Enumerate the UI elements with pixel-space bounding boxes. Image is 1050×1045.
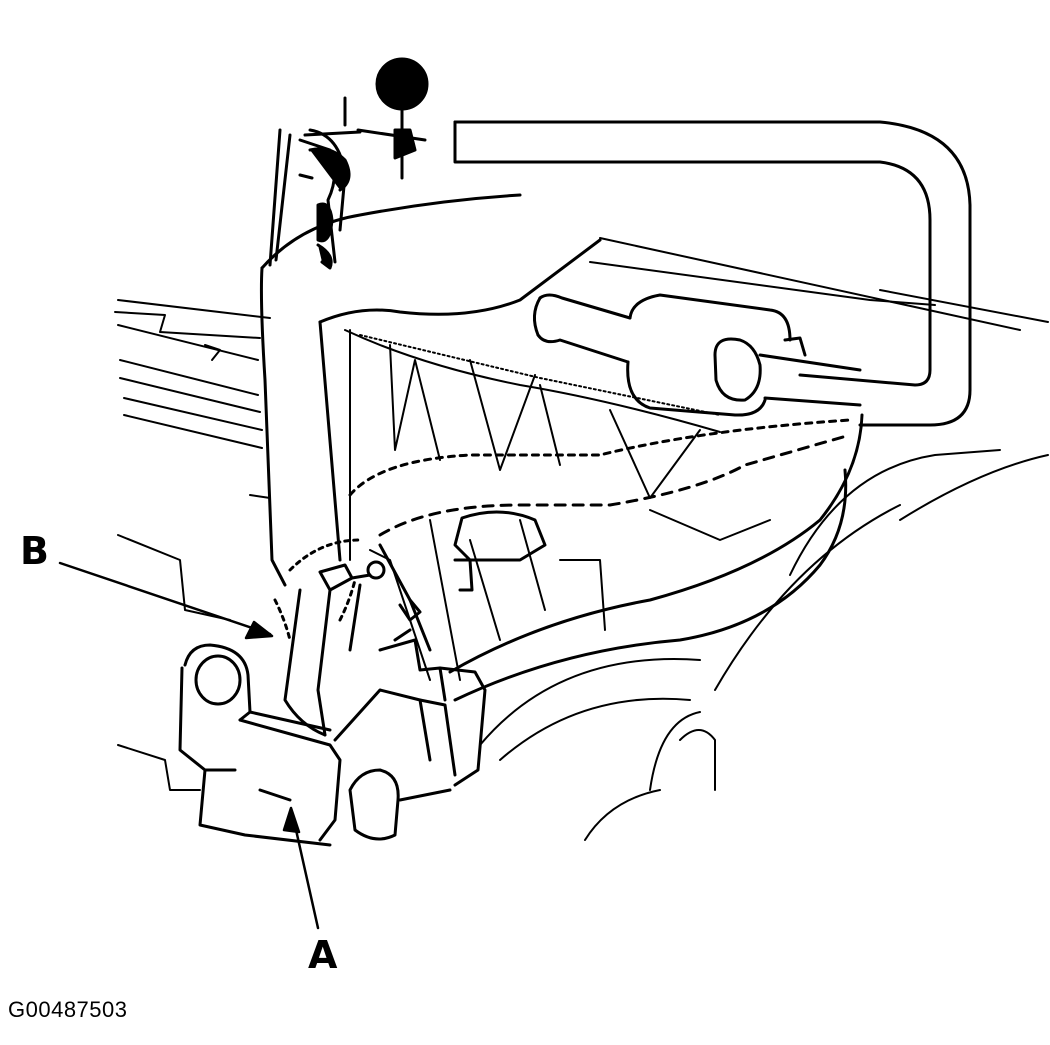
clamp-assembly	[283, 560, 386, 737]
fuel-filter	[533, 293, 862, 417]
hose-main	[259, 120, 972, 702]
mounting-bracket	[178, 510, 547, 847]
hidden-hose-routing	[273, 418, 852, 642]
arrowhead-a	[282, 806, 301, 834]
callout-label-a: A	[308, 933, 338, 977]
callout-arrows	[58, 561, 320, 930]
leader-line-b	[58, 561, 272, 636]
left-engine-panel	[114, 299, 271, 791]
figure-id: G00487503	[8, 997, 128, 1022]
top-connector	[268, 57, 429, 270]
arrowhead-b	[244, 620, 274, 640]
engine-body-outline	[479, 237, 1049, 841]
callout-label-b: B	[20, 529, 49, 573]
